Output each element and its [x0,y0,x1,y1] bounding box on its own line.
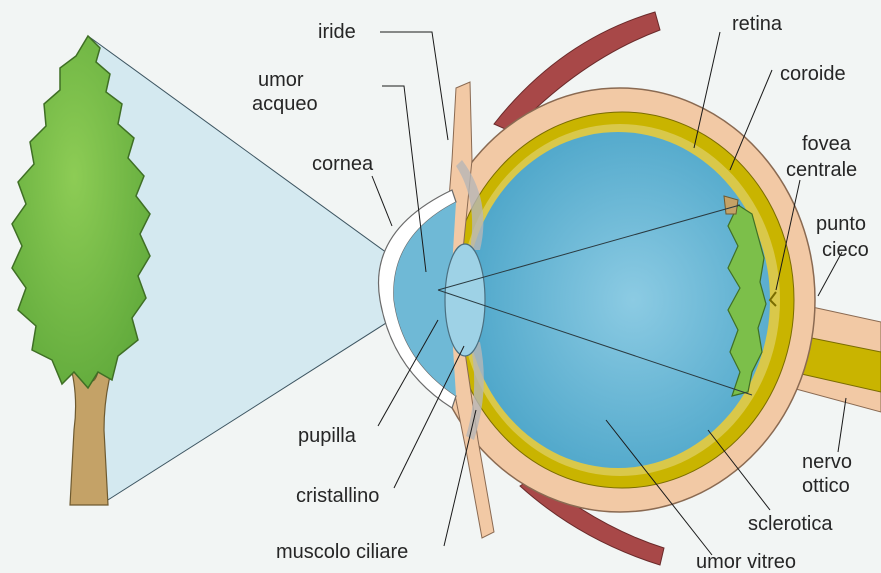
label-fovea-line1: fovea [802,134,851,154]
label-fovea-line2: centrale [786,160,857,180]
label-pupilla: pupilla [298,426,356,446]
label-coroide: coroide [780,64,846,84]
lens [445,244,485,356]
label-umor-vitreo: umor vitreo [696,552,796,572]
label-umor-acqueo-line2: acqueo [252,94,318,114]
label-cornea: cornea [312,154,373,174]
label-retina: retina [732,14,782,34]
label-iride: iride [318,22,356,42]
label-cristallino: cristallino [296,486,379,506]
label-punto-cieco-line2: cieco [822,240,869,260]
label-umor-acqueo-line1: umor [258,70,304,90]
label-nervo-ottico-line2: ottico [802,476,850,496]
vitreous-body [466,132,770,468]
label-nervo-ottico-line1: nervo [802,452,852,472]
label-muscolo-ciliare: muscolo ciliare [276,542,408,562]
leader-nervo-ottico [838,398,846,452]
label-punto-cieco-line1: punto [816,214,866,234]
leader-cornea [372,176,392,226]
label-sclerotica: sclerotica [748,514,832,534]
